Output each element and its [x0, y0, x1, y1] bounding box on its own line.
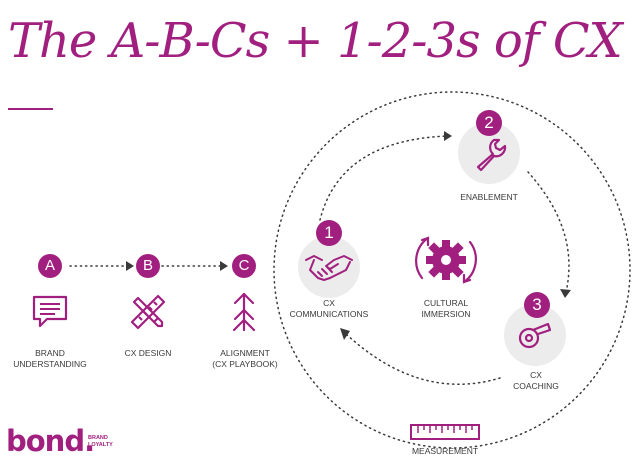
ruler-icon	[410, 424, 480, 440]
abc-b-label-line1: CX DESIGN	[124, 348, 172, 358]
badge-3: 3	[524, 292, 550, 318]
handshake-icon	[305, 255, 353, 281]
brand-logo: bond. BRAND LOYALTY	[6, 424, 116, 460]
pencil-ruler-icon	[130, 294, 166, 330]
speech-bubble-icon	[32, 295, 68, 328]
step-1-label-line2: COMMUNICATIONS	[289, 309, 369, 319]
abc-c-label: ALIGNMENT (CX PLAYBOOK)	[198, 348, 292, 370]
arc-1-to-2-arrowhead	[444, 131, 452, 141]
a-to-b-arrowhead	[126, 261, 134, 271]
wrench-icon	[476, 138, 507, 172]
brand-wordmark: bond.	[6, 424, 95, 458]
arc-2-to-3-arrowhead	[560, 289, 571, 298]
step-2-label-line1: ENABLEMENT	[460, 192, 518, 202]
abc-b-label: CX DESIGN	[108, 348, 188, 359]
step-1-label: CX COMMUNICATIONS	[276, 298, 382, 320]
abc-a-label: BRAND UNDERSTANDING	[0, 348, 100, 370]
brand-tagline: BRAND LOYALTY	[88, 435, 113, 449]
whistle-icon	[518, 322, 552, 349]
outer-cycle-ring	[273, 91, 631, 449]
step-3-label: CX COACHING	[498, 370, 574, 392]
brand-tagline-line1: BRAND	[88, 435, 108, 441]
arrows-up-icon	[232, 292, 256, 332]
badge-a: A	[38, 254, 62, 278]
step-3-label-line2: COACHING	[513, 381, 559, 391]
step-2-label: ENABLEMENT	[448, 192, 530, 203]
arc-1-to-2	[319, 135, 449, 221]
b-to-c-arrowhead	[220, 261, 228, 271]
badge-c: C	[232, 254, 256, 278]
center-label-line1: CULTURAL	[423, 298, 469, 308]
center-label-line2: IMMERSION	[421, 309, 471, 319]
title-underline	[8, 108, 53, 110]
badge-2: 2	[476, 110, 502, 136]
center-label: CULTURAL IMMERSION	[404, 298, 488, 320]
measurement-label: MEASUREMENT	[411, 446, 479, 456]
brand-tagline-line2: LOYALTY	[88, 442, 113, 448]
arc-3-to-1-arrowhead	[340, 328, 350, 340]
arc-2-to-3	[527, 171, 570, 293]
abc-c-label-line2: (CX PLAYBOOK)	[212, 359, 278, 369]
arc-3-to-1	[345, 333, 501, 385]
step-1-halo	[298, 236, 360, 298]
badge-b: B	[136, 254, 160, 278]
step-3-label-line1: CX	[530, 370, 542, 380]
abc-a-label-line1: BRAND	[35, 348, 65, 358]
abc-a-label-line2: UNDERSTANDING	[13, 359, 87, 369]
page-title: The A-B-Cs + 1-2-3s of CX	[8, 13, 623, 69]
gear-cycle-icon	[415, 236, 477, 284]
badge-1: 1	[316, 220, 342, 246]
step-1-label-line1: CX	[323, 298, 335, 308]
abc-c-label-line1: ALIGNMENT	[220, 348, 270, 358]
